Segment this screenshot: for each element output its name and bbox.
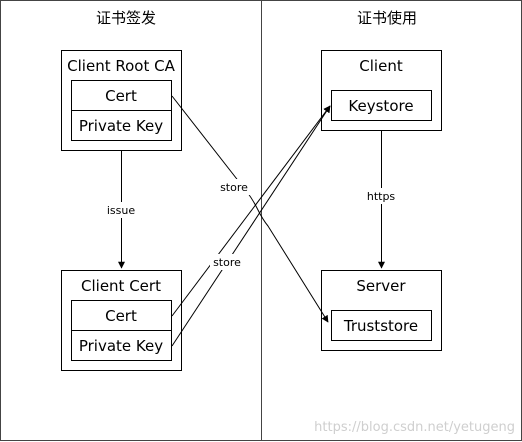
https-edge: https (362, 131, 402, 269)
server-title: Server (356, 277, 406, 295)
client-cert-private-key-cell (71, 330, 172, 361)
client-root-ca-private-key-label: Private Key (79, 117, 163, 135)
store-truststore-label: store (220, 181, 248, 194)
server-truststore-cell (331, 310, 432, 341)
client-root-ca-node: Client Root CA Cert Private Key (61, 50, 182, 151)
client-cert-cert-label: Cert (105, 307, 137, 325)
store-truststore-edge: store (171, 95, 329, 323)
issue-label-background (104, 202, 138, 218)
client-keystore-cell (331, 90, 432, 121)
client-root-ca-private-key-cell (71, 110, 172, 141)
store-truststore-arrow (171, 95, 329, 323)
issuance-section-title: 证书签发 (96, 9, 156, 27)
https-label-background (362, 188, 402, 204)
store-truststore-label-background (217, 179, 251, 195)
store-keystore-edge: store (171, 105, 331, 347)
store-keystore-label: store (213, 256, 241, 269)
client-title: Client (359, 57, 403, 75)
issue-label: issue (107, 204, 135, 217)
store-keystore-arrow-from-cert (171, 105, 331, 317)
client-keystore-label: Keystore (348, 97, 413, 115)
client-node: Client Keystore (321, 50, 442, 131)
store-keystore-label-background (210, 254, 244, 270)
usage-section-title: 证书使用 (357, 9, 417, 27)
client-cert-private-key-label: Private Key (79, 337, 163, 355)
client-cert-cert-cell (71, 300, 172, 331)
client-cert-title: Client Cert (81, 277, 161, 295)
issue-edge: issue (104, 151, 138, 269)
client-cert-node: Client Cert Cert Private Key (61, 270, 182, 371)
watermark: https://blog.csdn.net/yetugeng (314, 420, 515, 435)
server-truststore-label: Truststore (343, 317, 418, 335)
store-keystore-arrow-from-private-key (171, 105, 331, 347)
https-label: https (367, 190, 396, 203)
server-node: Server Truststore (321, 270, 442, 351)
client-root-ca-cert-label: Cert (105, 87, 137, 105)
client-root-ca-title: Client Root CA (67, 57, 175, 75)
